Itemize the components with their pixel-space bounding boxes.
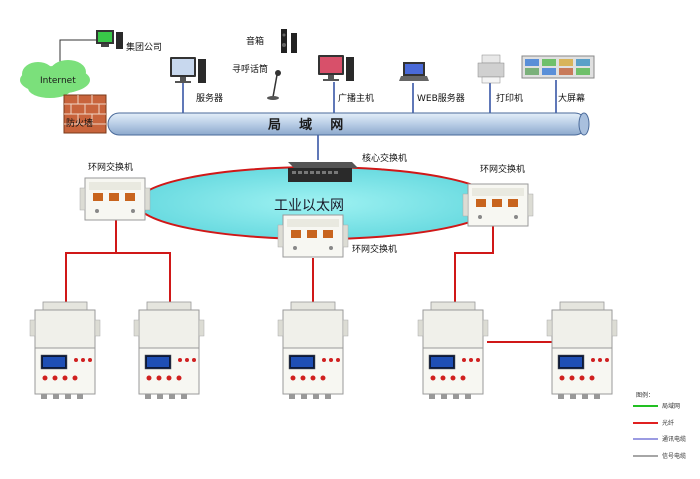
printer-label: 打印机 bbox=[496, 92, 523, 104]
legend-label-comm: 通讯电缆 bbox=[662, 435, 686, 443]
company-link bbox=[59, 39, 98, 66]
core-switch-icon bbox=[288, 162, 358, 182]
ring-switch-left bbox=[79, 177, 151, 221]
fiber-lines bbox=[65, 220, 555, 343]
ring-switch-bottom bbox=[277, 214, 349, 258]
lan-drop-lines bbox=[182, 80, 557, 160]
server-label: 服务器 bbox=[196, 92, 223, 104]
internet-cloud-icon bbox=[20, 60, 90, 98]
field-box-2 bbox=[133, 301, 205, 400]
firewall-label: 防火墙 bbox=[66, 117, 93, 129]
ring-switch-bottom-label: 环网交换机 bbox=[352, 243, 397, 255]
group-company-pc-icon bbox=[96, 30, 123, 49]
broadcast-screen bbox=[320, 57, 342, 73]
printer-icon bbox=[477, 54, 505, 84]
core-switch-label: 核心交换机 bbox=[362, 152, 407, 164]
field-box-4 bbox=[417, 301, 489, 400]
group-company-label: 集团公司 bbox=[126, 41, 162, 53]
firewall-icon bbox=[63, 94, 107, 134]
lan-label: 局 域 网 bbox=[268, 117, 343, 133]
microphone-icon bbox=[267, 70, 281, 100]
mic-label: 寻呼话筒 bbox=[232, 63, 268, 75]
big-screen-icon bbox=[521, 55, 595, 79]
big-screen-label: 大屏幕 bbox=[558, 92, 585, 104]
legend-title: 图例： bbox=[636, 391, 654, 399]
ring-switch-left-label: 环网交换机 bbox=[88, 161, 133, 173]
field-box-3 bbox=[277, 301, 349, 400]
field-box-5 bbox=[546, 301, 618, 400]
laptop-icon bbox=[399, 62, 429, 81]
legend-label-lan: 局域网 bbox=[662, 402, 680, 410]
legend: 图例： 局域网 光纤 通讯电缆 信号电缆 bbox=[633, 391, 686, 460]
internet-label: Internet bbox=[40, 76, 76, 86]
legend-label-fiber: 光纤 bbox=[662, 419, 674, 427]
legend-label-signal: 信号电缆 bbox=[662, 452, 686, 460]
ring-switch-right bbox=[462, 183, 534, 227]
speaker-label: 音箱 bbox=[246, 35, 264, 47]
broadcast-host-label: 广播主机 bbox=[338, 92, 374, 104]
speaker-icon bbox=[281, 29, 297, 53]
ring-switch-right-label: 环网交换机 bbox=[480, 163, 525, 175]
field-box-1 bbox=[29, 301, 101, 400]
lan-bar bbox=[107, 112, 590, 136]
server-pc-icon bbox=[170, 57, 206, 83]
web-server-label: WEB服务器 bbox=[417, 92, 465, 104]
industrial-ethernet-label: 工业以太网 bbox=[274, 198, 344, 214]
